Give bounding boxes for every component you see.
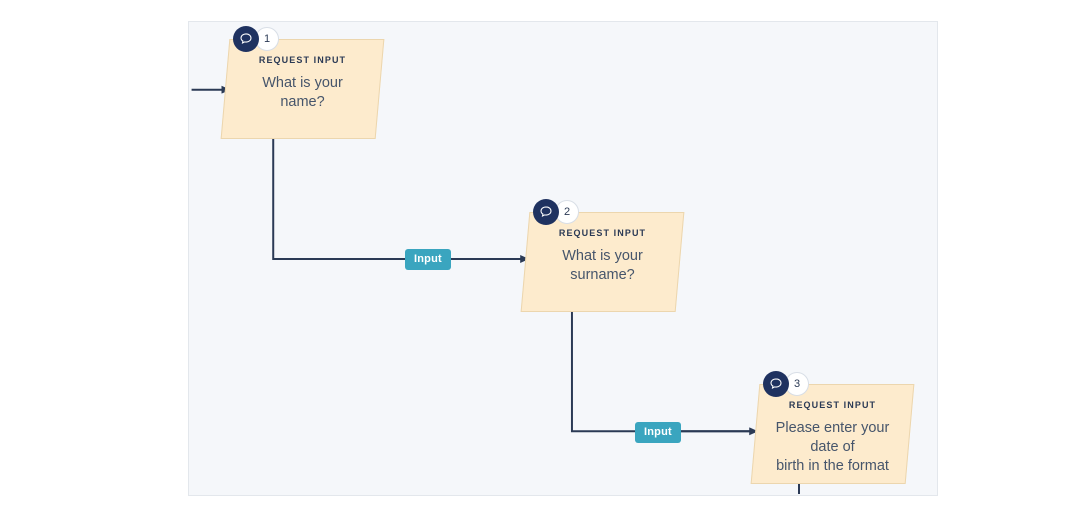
flowchart-canvas[interactable]: REQUEST INPUT What is your name? 1 REQUE…	[188, 21, 938, 496]
node-kicker: REQUEST INPUT	[258, 55, 347, 65]
node-number-badge: 3	[785, 372, 809, 396]
speech-bubble-icon[interactable]	[763, 371, 789, 397]
node-badge-row: 1	[233, 26, 279, 52]
edge-label-input-2[interactable]: Input	[635, 422, 681, 443]
node-content: REQUEST INPUT Please enter your date of …	[755, 384, 910, 484]
node-badge-row: 2	[533, 199, 579, 225]
edge-2-to-3	[570, 310, 756, 433]
node-content: REQUEST INPUT What is your surname?	[525, 212, 680, 312]
node-number-badge: 2	[555, 200, 579, 224]
node-text: What is your surname?	[562, 248, 643, 283]
node-text: Please enter your date of birth in the f…	[775, 420, 890, 474]
node-request-input-1[interactable]: REQUEST INPUT What is your name? 1	[220, 26, 385, 139]
edge-label-input-1[interactable]: Input	[405, 249, 451, 270]
speech-bubble-icon[interactable]	[533, 199, 559, 225]
edge-1-to-2	[272, 138, 527, 260]
node-request-input-3[interactable]: REQUEST INPUT Please enter your date of …	[750, 371, 915, 484]
node-kicker: REQUEST INPUT	[558, 228, 647, 238]
node-text: What is your name?	[262, 75, 343, 110]
node-badge-row: 3	[763, 371, 809, 397]
speech-bubble-icon[interactable]	[233, 26, 259, 52]
node-content: REQUEST INPUT What is your name?	[225, 39, 380, 139]
node-kicker: REQUEST INPUT	[788, 400, 877, 410]
node-request-input-2[interactable]: REQUEST INPUT What is your surname? 2	[520, 199, 685, 312]
